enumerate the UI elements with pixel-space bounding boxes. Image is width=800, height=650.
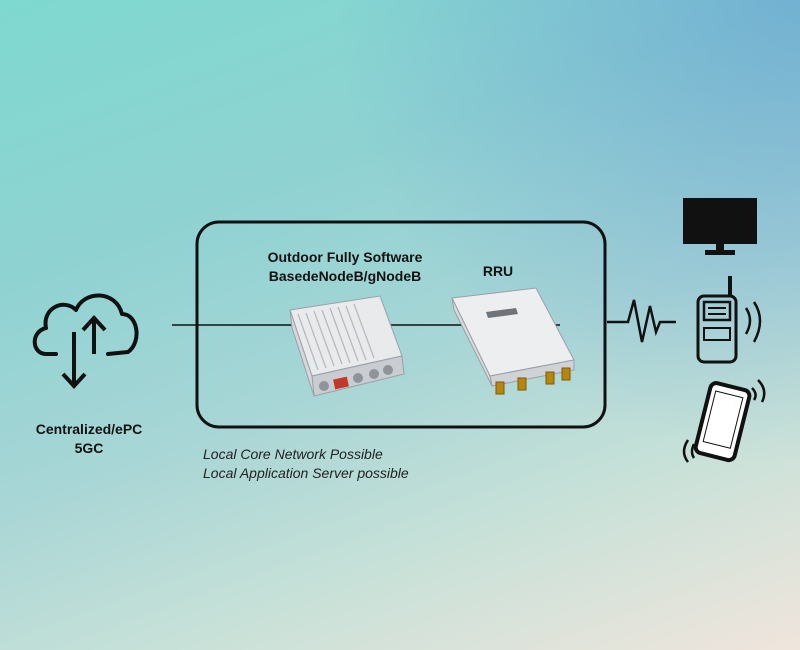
note-local-app-server: Local Application Server possible: [203, 465, 409, 481]
enodeb-label-line1: Outdoor Fully Software: [267, 249, 423, 265]
rru-device-image: [451, 287, 575, 395]
cloud-label: Centralized/ePC 5GC: [14, 420, 164, 458]
enodeb-label-line2: BasedeNodeB/gNodeB: [268, 268, 422, 284]
site-box: [195, 220, 607, 429]
cloud-label-line2: 5GC: [74, 440, 104, 456]
walkie-talkie-icon: [696, 276, 762, 364]
cloud-label-line1: Centralized/ePC: [35, 421, 143, 437]
notes: Local Core Network Possible Local Applic…: [203, 445, 503, 483]
enodeb-device-image: [289, 295, 405, 397]
signal-wave-icon: [607, 299, 676, 343]
smartphone-icon: [682, 379, 766, 463]
note-local-core: Local Core Network Possible: [203, 446, 383, 462]
monitor-icon: [683, 198, 757, 255]
rru-label: RRU: [482, 263, 514, 279]
enodeb-label: Outdoor Fully Software BasedeNodeB/gNode…: [255, 248, 435, 286]
cloud-upload-download-icon: [32, 293, 139, 389]
